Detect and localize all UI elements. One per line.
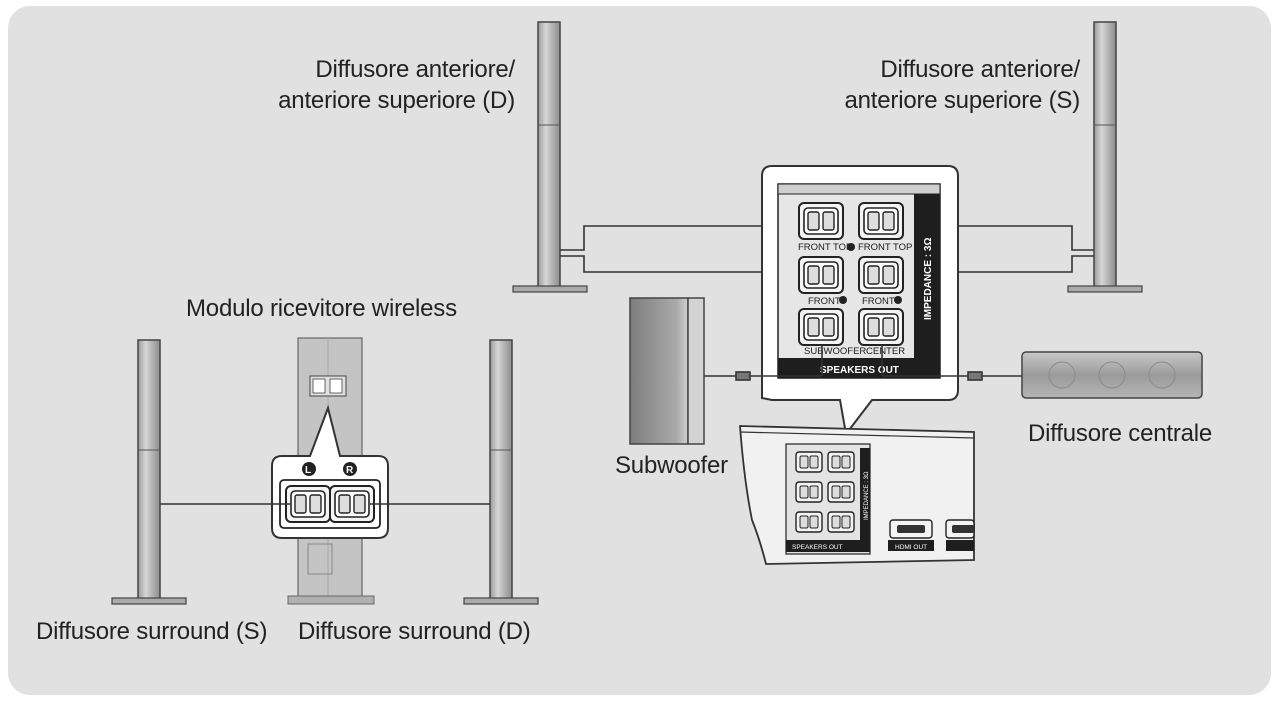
hdmi-out-port — [888, 519, 934, 551]
surround-left-label: Diffusore surround (S) — [36, 618, 268, 645]
unit-label-impedance: IMPEDANCE : 3Ω — [864, 471, 870, 520]
partial-port — [945, 519, 975, 551]
panel-label-front-top-l: FRONT TOP — [798, 242, 852, 253]
surround-right-label: Diffusore surround (D) — [298, 618, 531, 645]
surround-left-speaker — [111, 339, 187, 605]
panel-label-subwoofer: SUBWOOFER — [804, 346, 866, 357]
panel-label-impedance: IMPEDANCE : 3Ω — [923, 238, 934, 320]
right-channel-badge — [343, 462, 357, 476]
front-left-label-line2: anteriore superiore (S) — [844, 87, 1080, 114]
panel-label-center: CENTER — [866, 346, 905, 357]
wireless-module-label: Modulo ricevitore wireless — [186, 295, 457, 322]
subwoofer-wire — [704, 345, 823, 381]
main-unit-rear-panel — [739, 425, 975, 565]
left-channel-tag: L — [305, 465, 311, 476]
unit-label-hdmi-out: HDMI OUT — [895, 544, 927, 551]
subwoofer-label: Subwoofer — [615, 452, 728, 479]
front-left-speaker — [1067, 21, 1143, 293]
front-left-label-line1: Diffusore anteriore/ — [880, 56, 1080, 83]
right-channel-tag: R — [346, 465, 354, 476]
front-right-speaker — [512, 21, 588, 293]
front-right-label: Diffusore anteriore/ anteriore superiore… — [278, 54, 515, 116]
unit-label-speakers-out: SPEAKERS OUT — [792, 544, 843, 551]
panel-label-front-l: FRONT — [808, 296, 841, 307]
left-channel-badge — [302, 462, 316, 476]
panel-label-speakers-out: SPEAKERS OUT — [820, 365, 899, 376]
front-right-label-line2: anteriore superiore (D) — [278, 87, 515, 114]
center-speaker — [1021, 351, 1203, 399]
panel-label-front-top-r: FRONT TOP — [858, 242, 912, 253]
panel-label-front-r: FRONT — [862, 296, 895, 307]
front-speaker-wires — [560, 225, 1094, 273]
center-wire — [881, 345, 1022, 381]
center-speaker-label: Diffusore centrale — [1028, 420, 1213, 447]
subwoofer-speaker — [629, 297, 705, 445]
front-left-label: Diffusore anteriore/ anteriore superiore… — [844, 54, 1080, 116]
surround-right-speaker — [463, 339, 539, 605]
front-right-label-line1: Diffusore anteriore/ — [315, 56, 515, 83]
